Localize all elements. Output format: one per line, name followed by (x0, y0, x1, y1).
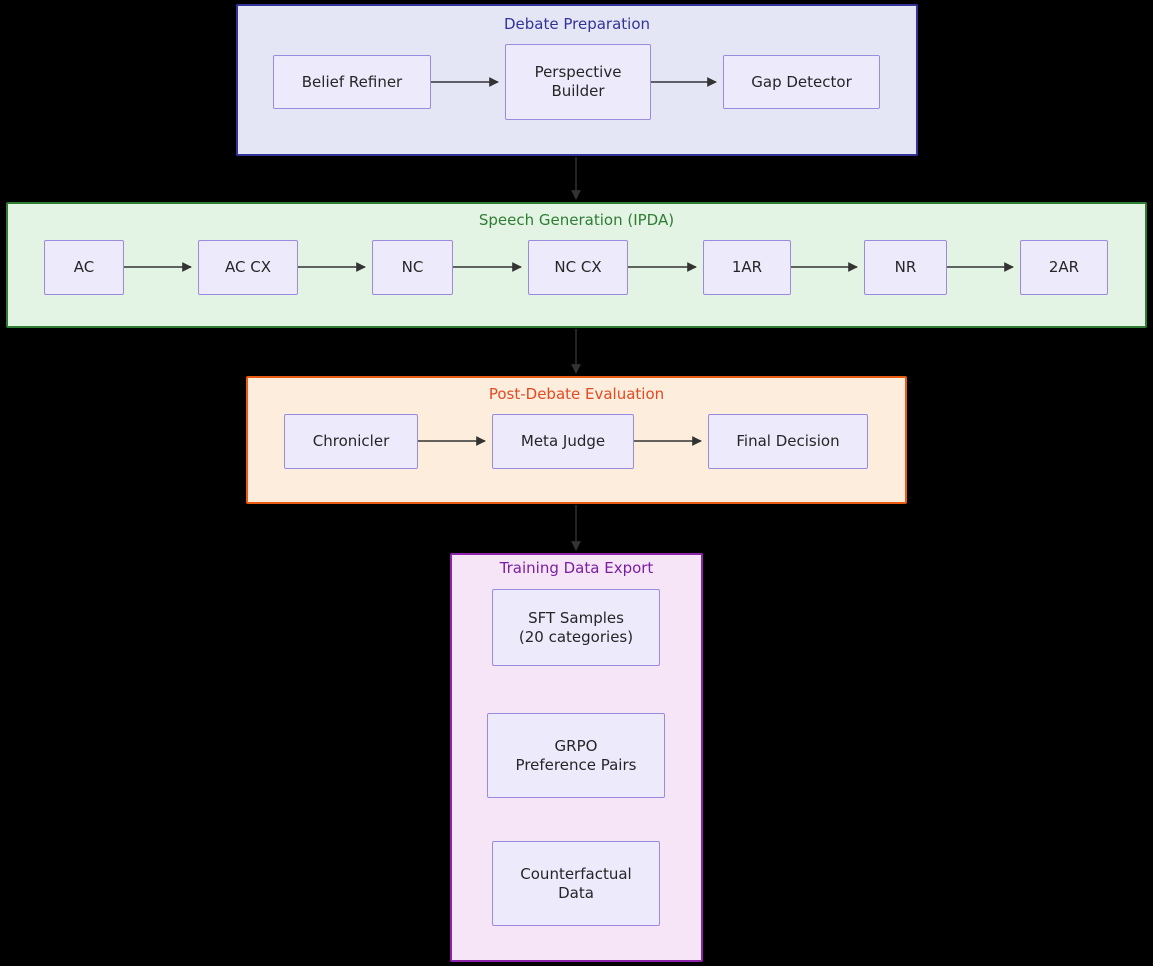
node-2ar[interactable]: 2AR (1020, 240, 1108, 295)
node-ac[interactable]: AC (44, 240, 124, 295)
node-perspective-builder[interactable]: Perspective Builder (505, 44, 651, 120)
node-label-nr: NR (894, 258, 917, 276)
node-sft-samples[interactable]: SFT Samples (20 categories) (492, 589, 660, 666)
node-ac-cx[interactable]: AC CX (198, 240, 298, 295)
node-1ar[interactable]: 1AR (703, 240, 791, 295)
node-nr[interactable]: NR (864, 240, 947, 295)
node-final-decision[interactable]: Final Decision (708, 414, 868, 469)
node-label-2ar: 2AR (1048, 258, 1080, 276)
node-label-sft-samples: SFT Samples (20 categories) (518, 608, 634, 646)
node-label-ac: AC (73, 258, 95, 276)
subgraph-title-post-debate-evaluation: Post-Debate Evaluation (488, 385, 665, 403)
subgraph-title-debate-preparation: Debate Preparation (503, 15, 651, 33)
node-nc-cx[interactable]: NC CX (528, 240, 628, 295)
node-label-counterfactual-data: Counterfactual Data (520, 864, 632, 902)
subgraph-title-training-data-export: Training Data Export (499, 559, 654, 577)
node-label-nc-cx: NC CX (554, 258, 602, 276)
node-label-meta-judge: Meta Judge (520, 432, 606, 450)
node-chronicler[interactable]: Chronicler (284, 414, 418, 469)
node-label-final-decision: Final Decision (736, 432, 840, 450)
node-label-nc: NC (401, 258, 424, 276)
node-label-gap-detector: Gap Detector (751, 72, 852, 91)
node-label-1ar: 1AR (731, 258, 763, 276)
node-nc[interactable]: NC (372, 240, 453, 295)
node-meta-judge[interactable]: Meta Judge (492, 414, 634, 469)
subgraph-speech-generation: Speech Generation (IPDA) (6, 202, 1147, 328)
node-belief-refiner[interactable]: Belief Refiner (273, 55, 431, 109)
node-grpo-preference-pairs[interactable]: GRPO Preference Pairs (487, 713, 665, 798)
node-label-belief-refiner: Belief Refiner (301, 72, 403, 91)
node-gap-detector[interactable]: Gap Detector (723, 55, 880, 109)
subgraph-title-speech-generation: Speech Generation (IPDA) (478, 211, 675, 229)
node-label-grpo-preference-pairs: GRPO Preference Pairs (515, 736, 637, 774)
node-label-chronicler: Chronicler (312, 432, 390, 450)
node-label-perspective-builder: Perspective Builder (534, 63, 622, 100)
node-counterfactual-data[interactable]: Counterfactual Data (492, 841, 660, 926)
node-label-ac-cx: AC CX (225, 258, 271, 276)
